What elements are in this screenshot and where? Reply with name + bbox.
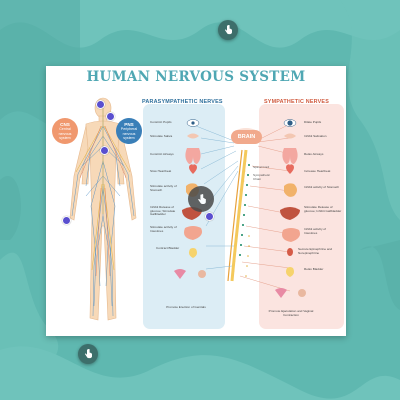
- para-label-airways: Constrict Airways: [150, 152, 174, 156]
- symp-label-intestines: Inhibit activity of Intestines: [304, 227, 327, 235]
- symp-label-stomach: Inhibit activity of Stomach: [304, 185, 340, 189]
- symp-label-liver: Stimulate Release of glucose; Inhibit Ga…: [304, 205, 342, 213]
- symp-label-adrenal: Secrete Epinephrine and Norepinephrine: [298, 247, 333, 255]
- sympathetic-header: SYMPATHETIC NERVES: [264, 99, 330, 105]
- brain-label: BRAIN: [231, 130, 262, 144]
- para-label-liver: Inhibit Release of glucose; Stimulate Ga…: [150, 205, 176, 217]
- spinal-cord-label: Spinal Cord: [253, 165, 270, 169]
- nervous-system-infographic: HUMAN NERVOUS SYSTEM PARASYMPATHETIC NER…: [46, 66, 346, 336]
- para-label-genitals: Promote Erection of Genitals: [166, 305, 206, 309]
- hotspot-hand[interactable]: [62, 216, 71, 225]
- para-label-intestines: Stimulate activity of Intestines: [150, 225, 177, 233]
- parasympathetic-connectors: [195, 125, 239, 270]
- sympathetic-organs: [275, 119, 306, 298]
- touch-hand-icon[interactable]: [218, 20, 238, 40]
- pns-line: system: [123, 135, 135, 140]
- diagram-artwork: [69, 97, 306, 321]
- symp-label-saliva: Inhibit Salivation: [304, 134, 327, 138]
- spine-segment-marks: [245, 235, 250, 277]
- pns-line: nervous: [122, 131, 136, 136]
- hotspot-spine[interactable]: [100, 146, 109, 155]
- hotspot-liver[interactable]: [205, 212, 214, 221]
- parasympathetic-header: PARASYMPATHETIC NERVES: [142, 99, 223, 105]
- cns-bubble: CNS Central nervous system: [52, 118, 78, 144]
- spinal-cord: [227, 149, 250, 282]
- sympathetic-connectors: [239, 123, 291, 292]
- sympathetic-chain-label: Sympathetic Chain: [253, 173, 271, 181]
- symp-label-airways: Relax Airways: [304, 152, 324, 156]
- para-label-heart: Slow Heartbeat: [150, 169, 172, 173]
- symp-label-pupils: Dilate Pupils: [304, 120, 322, 124]
- cns-abbr: CNS: [60, 122, 70, 128]
- cns-line: Central: [59, 127, 71, 132]
- symp-label-bladder: Relax Bladder: [304, 267, 324, 271]
- para-label-pupils: Constrict Pupils: [150, 120, 172, 124]
- para-label-stomach: Stimulate activity of Stomach: [150, 184, 177, 192]
- cns-line: nervous: [58, 131, 72, 136]
- pns-line: Peripheral: [120, 127, 138, 132]
- pns-bubble: PNS Peripheral nervous system: [116, 118, 142, 144]
- para-label-bladder: Contract Bladder: [156, 246, 180, 250]
- diagram-title: HUMAN NERVOUS SYSTEM: [86, 69, 306, 85]
- hotspot-brain[interactable]: [96, 100, 105, 109]
- cns-line: system: [59, 135, 71, 140]
- pns-abbr: PNS: [124, 122, 134, 128]
- hotspot-neck[interactable]: [106, 112, 115, 121]
- touch-hand-icon[interactable]: [78, 344, 98, 364]
- para-label-saliva: Stimulate Saliva: [150, 134, 173, 138]
- symp-label-genitals: Promote Ejaculation and Vaginal Contract…: [268, 309, 314, 317]
- touch-hand-icon[interactable]: [188, 186, 214, 212]
- symp-label-heart: Increase Heartbeat: [304, 169, 331, 173]
